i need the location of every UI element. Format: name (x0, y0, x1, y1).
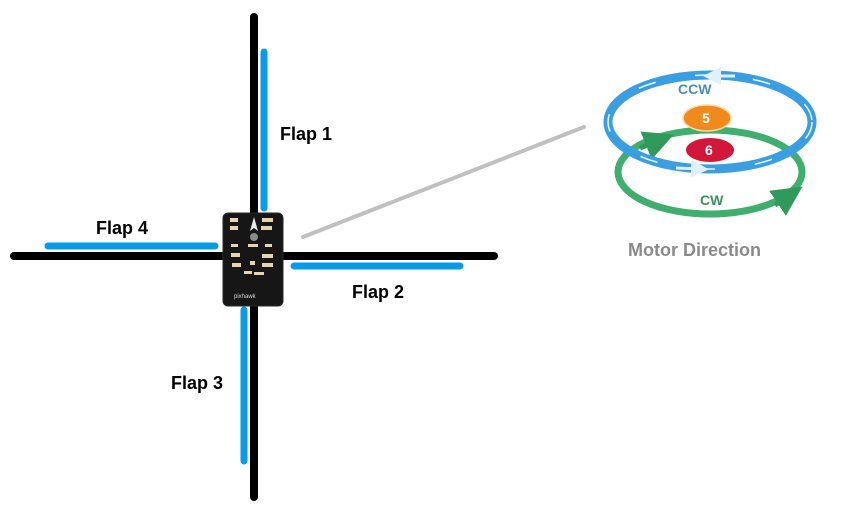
motor-direction-title: Motor Direction (628, 240, 761, 260)
safety-led (250, 233, 258, 241)
flap-3-label: Flap 3 (171, 373, 223, 393)
motor-5 (682, 104, 732, 132)
flight-controller: pixhawk (222, 212, 284, 307)
frame-arms (10, 13, 498, 501)
motor-direction-graphic: CCW CW 5 6 (603, 67, 817, 218)
cw-arrow-icon (769, 186, 803, 216)
motor-5-label: 5 (702, 110, 710, 126)
cw-arrow-icon-2 (639, 131, 674, 160)
flap-4-label: Flap 4 (96, 218, 148, 238)
connector-pins (230, 218, 273, 275)
motor-6-label: 6 (705, 142, 713, 158)
motor-6 (686, 138, 734, 162)
forward-arrow-icon (250, 217, 258, 231)
ccw-arrow-icon-2 (675, 159, 709, 178)
flap-1-label: Flap 1 (280, 124, 332, 144)
leader-line (301, 125, 586, 239)
cw-label: CW (700, 192, 724, 208)
flaps (44, 48, 464, 465)
ccw-label: CCW (678, 81, 712, 97)
board-silkscreen: pixhawk (234, 294, 257, 300)
flap-2-label: Flap 2 (352, 282, 404, 302)
